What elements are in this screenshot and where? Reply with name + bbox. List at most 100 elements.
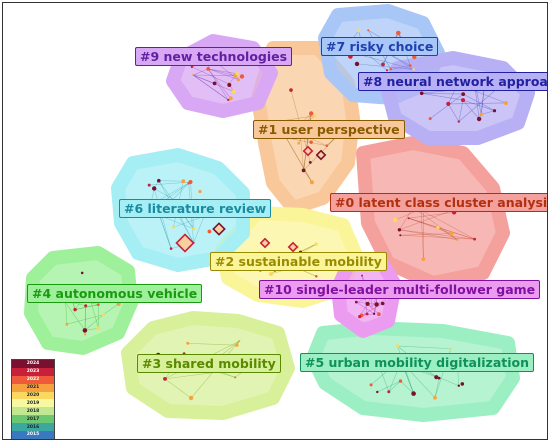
node-c0 <box>397 228 402 232</box>
node-c9 <box>190 65 194 69</box>
node-c6 <box>192 227 196 231</box>
node-c4 <box>73 307 77 312</box>
cluster-label-6[interactable]: #6 literature review <box>119 199 272 218</box>
cluster-label-7[interactable]: #7 risky choice <box>321 37 439 56</box>
node-c1 <box>308 161 312 164</box>
legend-year-2021: 2021 <box>12 383 54 392</box>
cluster-hull-c0 <box>356 136 510 290</box>
node-c5 <box>396 344 400 348</box>
cluster-label-4[interactable]: #4 autonomous vehicle <box>27 284 203 303</box>
node-c10 <box>365 301 370 306</box>
node-c0 <box>407 217 410 220</box>
node-c10 <box>358 315 362 319</box>
node-c0 <box>436 225 440 230</box>
node-c5 <box>460 382 465 386</box>
cluster-label-10[interactable]: #10 single-leader multi-follower game <box>259 280 541 299</box>
node-c6 <box>172 225 175 229</box>
node-c8 <box>503 101 508 105</box>
node-c5 <box>434 375 439 380</box>
node-c0 <box>393 217 398 223</box>
node-c9 <box>236 78 240 82</box>
node-c3 <box>188 395 194 401</box>
node-c1 <box>325 144 329 147</box>
node-c6 <box>147 183 151 187</box>
node-c1 <box>297 141 301 145</box>
key-node-marker <box>212 222 226 236</box>
node-c6 <box>157 178 161 183</box>
node-c4 <box>96 326 101 331</box>
node-c5 <box>449 347 453 350</box>
legend-year-2014: 2014 <box>12 438 54 439</box>
node-c9 <box>192 74 195 76</box>
node-c8 <box>492 109 497 113</box>
node-c7 <box>409 64 412 67</box>
node-c10 <box>361 274 363 277</box>
node-c6 <box>181 179 186 184</box>
node-c2 <box>268 272 273 276</box>
node-c1 <box>309 180 314 185</box>
node-c7 <box>356 28 361 33</box>
node-c1 <box>289 88 293 92</box>
node-c9 <box>228 96 233 101</box>
node-c2 <box>314 242 318 246</box>
node-c6 <box>169 247 173 250</box>
node-c4 <box>84 304 88 308</box>
node-c0 <box>456 238 459 241</box>
node-c6 <box>187 181 190 185</box>
node-c5 <box>376 390 379 394</box>
node-c3 <box>235 343 239 347</box>
node-c5 <box>457 384 460 387</box>
legend-year-2017: 2017 <box>12 415 54 424</box>
legend-year-2019: 2019 <box>12 399 54 408</box>
node-c3 <box>163 377 167 381</box>
legend-year-2023: 2023 <box>12 367 54 376</box>
node-c7 <box>412 68 415 71</box>
node-c6 <box>198 189 202 194</box>
node-c1 <box>313 114 317 118</box>
cluster-label-1[interactable]: #1 user perspective <box>253 120 405 139</box>
key-node-marker <box>302 145 314 157</box>
node-c5 <box>398 379 403 383</box>
node-c10 <box>365 312 369 316</box>
node-c7 <box>389 67 392 71</box>
node-c7 <box>396 30 401 36</box>
node-c8 <box>428 117 432 121</box>
node-c7 <box>381 62 385 67</box>
node-c9 <box>235 71 239 76</box>
key-node-marker <box>175 233 195 253</box>
node-c8 <box>461 92 466 96</box>
cluster-label-2[interactable]: #2 sustainable mobility <box>210 252 387 271</box>
node-c5 <box>433 395 437 400</box>
cluster-label-0[interactable]: #0 latent class cluster analysis <box>330 193 547 212</box>
node-c5 <box>369 383 373 387</box>
node-c0 <box>399 234 402 237</box>
node-c9 <box>212 81 217 86</box>
legend-year-2024: 2024 <box>12 360 54 368</box>
cluster-label-5[interactable]: #5 urban mobility digitalization <box>300 353 535 372</box>
node-c8 <box>479 112 484 117</box>
node-c7 <box>354 61 360 67</box>
node-c6 <box>207 229 212 234</box>
legend-year-2016: 2016 <box>12 423 54 432</box>
node-c4 <box>82 328 88 333</box>
key-node-marker <box>287 241 299 253</box>
node-c9 <box>239 74 245 79</box>
key-node-marker <box>259 237 271 249</box>
node-c10 <box>370 306 373 309</box>
node-c10 <box>380 301 385 306</box>
node-c8 <box>457 120 460 123</box>
node-c9 <box>231 89 236 94</box>
node-c0 <box>449 231 454 236</box>
node-c10 <box>377 312 381 317</box>
cluster-label-3[interactable]: #3 shared mobility <box>137 354 281 373</box>
node-c4 <box>96 303 100 306</box>
node-c4 <box>65 322 69 326</box>
cluster-label-8[interactable]: #8 neural network approach <box>358 72 547 91</box>
node-c5 <box>387 390 391 394</box>
legend-year-2018: 2018 <box>12 407 54 416</box>
node-c2 <box>315 275 318 278</box>
cluster-label-9[interactable]: #9 new technologies <box>135 47 293 66</box>
node-c9 <box>227 98 230 102</box>
node-c9 <box>206 67 211 71</box>
